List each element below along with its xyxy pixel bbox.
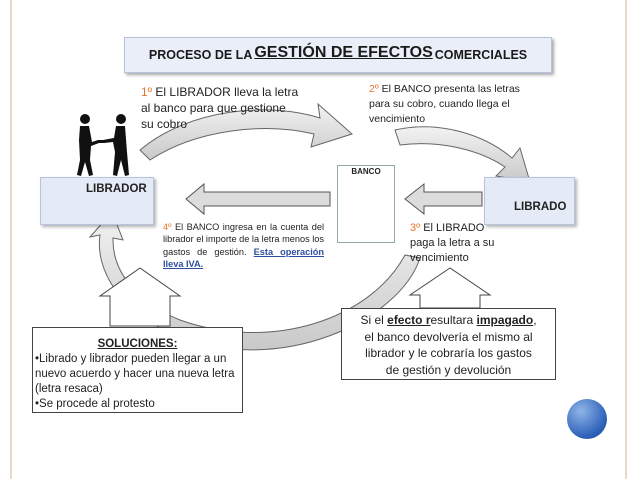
straight-arrow-to-librador xyxy=(185,182,331,216)
impagado-post: , xyxy=(533,313,537,327)
impagado-word: impagado xyxy=(476,313,534,327)
step1-number: 1º xyxy=(141,85,153,99)
title-part1: PROCESO DE LA xyxy=(148,48,253,62)
step4-text: 4º El BANCO ingresa en la cuenta del lib… xyxy=(163,221,324,271)
step2-line3: vencimiento xyxy=(369,113,426,125)
step3-line2: paga la letra a su xyxy=(410,237,495,249)
step1-line1: El LIBRADOR lleva la letra xyxy=(155,85,299,99)
diagram-title: PROCESO DE LA GESTIÓN DE EFECTOS COMERCI… xyxy=(124,37,552,73)
step1-line3: su cobro xyxy=(141,117,188,131)
librador-box: LIBRADOR xyxy=(40,177,154,225)
right-border-rule xyxy=(625,0,627,479)
step4-body: El BANCO ingresa en la cuenta del librad… xyxy=(163,222,324,257)
banco-label: BANCO xyxy=(351,167,381,176)
step1-line2: al banco para que gestione xyxy=(141,101,286,115)
soluciones-heading: SOLUCIONES: xyxy=(97,338,178,350)
left-border-rule xyxy=(10,0,12,479)
step3-line1: El LIBRADO xyxy=(423,222,485,234)
impagado-line1: el banco devolvería el mismo al xyxy=(364,329,533,344)
librado-label: LIBRADO xyxy=(514,201,567,213)
impagado-efecto: efecto r xyxy=(387,313,431,327)
impagado-box: Si el efecto resultara impagado, el banc… xyxy=(341,308,556,380)
handshake-icon xyxy=(77,114,129,176)
banco-box: BANCO xyxy=(337,165,395,243)
arrow-to-impagado xyxy=(408,267,492,309)
title-part2: GESTIÓN DE EFECTOS xyxy=(254,44,433,61)
step4-iva-note: Esta operación lleva IVA. xyxy=(163,246,325,270)
step2-text: 2º El BANCO presenta las letras para su … xyxy=(369,82,569,127)
arrow-to-soluciones xyxy=(98,267,182,327)
impagado-mid: esultara xyxy=(430,313,477,327)
curved-arrow-step1 xyxy=(139,102,353,161)
step2-line1: El BANCO presenta las letras xyxy=(381,83,520,95)
librador-label: LIBRADOR xyxy=(86,183,147,195)
step2-number: 2º xyxy=(369,83,379,95)
straight-arrow-to-banco xyxy=(404,182,483,216)
impagado-pre: Si el xyxy=(360,313,388,327)
step3-line3: vencimiento xyxy=(410,252,469,264)
soluciones-item: •Se procede al protesto xyxy=(35,398,155,410)
soluciones-box: SOLUCIONES: •Librado y librador pueden l… xyxy=(32,327,243,413)
step3-text: 3º El LIBRADO paga la letra a su vencimi… xyxy=(410,221,530,266)
curved-arrow-step2 xyxy=(394,126,531,183)
step1-text: 1º El LIBRADOR lleva la letra al banco p… xyxy=(141,84,341,132)
step4-number: 4º xyxy=(163,222,172,232)
soluciones-item: •Librado y librador pueden llegar a un n… xyxy=(35,353,235,395)
librado-box: LIBRADO xyxy=(484,177,575,225)
impagado-line2: librador y le cobraría los gastos xyxy=(365,346,532,360)
step2-line2: para su cobro, cuando llega el xyxy=(369,98,510,110)
decorative-circle-icon xyxy=(567,399,607,439)
step3-number: 3º xyxy=(410,222,421,234)
impagado-line3: de gestión y devolución xyxy=(385,362,512,377)
title-part3: COMERCIALES xyxy=(434,48,528,62)
